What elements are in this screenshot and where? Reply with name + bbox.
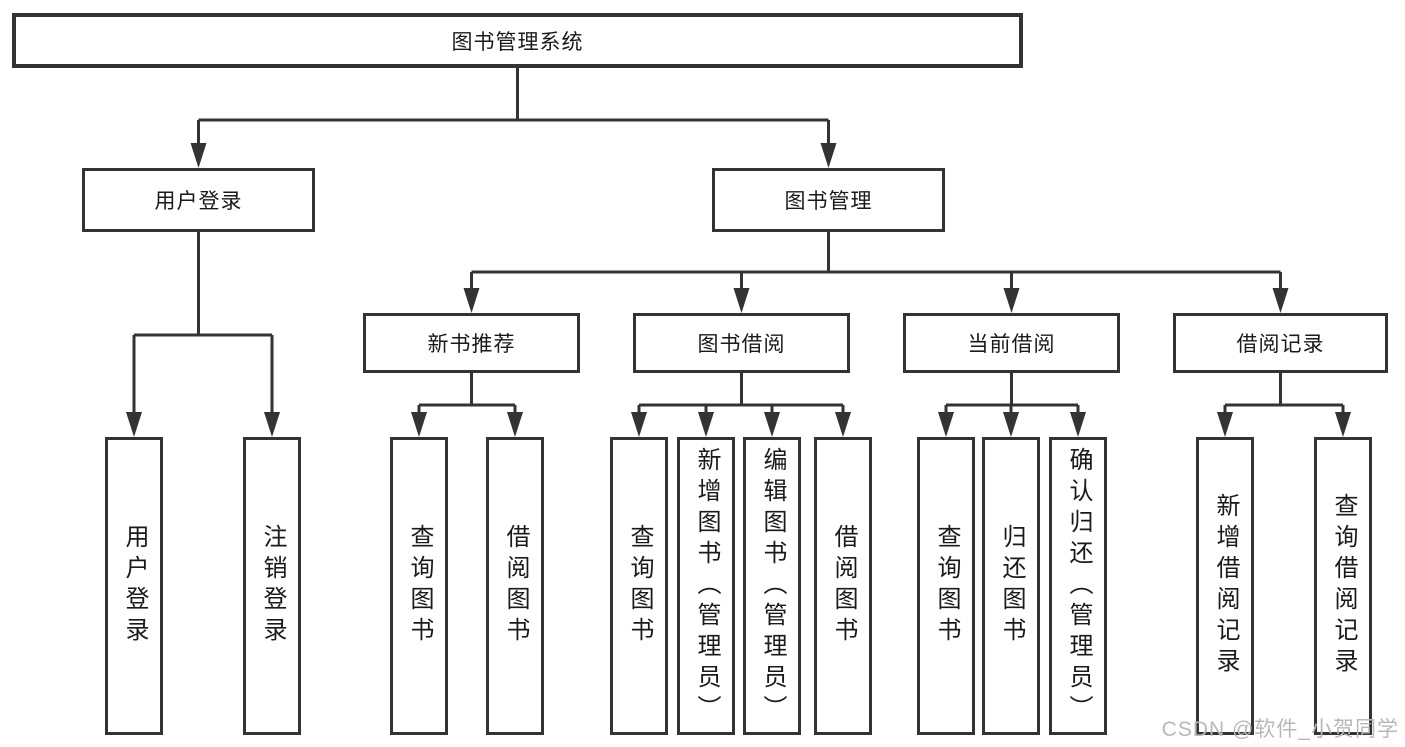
leaf-recommend-query-books: 查询图书	[390, 437, 448, 735]
arrow-down-icon	[1003, 288, 1020, 313]
leaf-recommend-query-books-label: 查询图书	[406, 524, 433, 648]
leaf-user-login: 用户登录	[105, 437, 163, 735]
connector-borrow-record-to-leaves	[1223, 373, 1345, 414]
arrowheads-current-borrow	[938, 412, 1086, 437]
node-book-borrowing: 图书借阅	[633, 313, 850, 373]
node-current-borrowing-label: 当前借阅	[967, 333, 1056, 356]
arrow-down-icon	[1217, 412, 1233, 437]
arrow-down-icon	[631, 412, 647, 437]
leaf-confirm-return-admin-label: 确认归还（管理员）	[1065, 446, 1092, 726]
node-new-book-recommend-label: 新书推荐	[427, 333, 516, 356]
connector-user-login-to-leaves	[132, 232, 274, 414]
leaf-query-borrow-record-label: 查询借阅记录	[1330, 493, 1357, 679]
arrowheads-book-borrow	[631, 412, 851, 437]
arrowheads-new-book	[411, 412, 523, 437]
arrow-down-icon	[938, 412, 954, 437]
node-user-login: 用户登录	[82, 168, 315, 232]
leaf-return-books: 归还图书	[982, 437, 1040, 735]
node-library-system: 图书管理系统	[12, 13, 1023, 68]
leaf-user-login-label: 用户登录	[121, 524, 148, 648]
leaf-add-books-admin: 新增图书（管理员）	[677, 437, 735, 735]
node-book-management: 图书管理	[712, 168, 945, 232]
leaf-logout: 注销登录	[243, 437, 301, 735]
arrow-down-icon	[1272, 288, 1289, 313]
arrow-down-icon	[1335, 412, 1351, 437]
arrow-down-icon	[507, 412, 523, 437]
leaf-borrow-books-label: 借阅图书	[830, 524, 857, 648]
leaf-return-books-label: 归还图书	[998, 524, 1025, 648]
connector-root-to-level2	[197, 68, 830, 146]
node-book-management-label: 图书管理	[784, 190, 873, 213]
arrow-down-icon	[411, 412, 427, 437]
arrowheads-level2	[190, 143, 837, 168]
node-user-login-label: 用户登录	[154, 190, 243, 213]
arrowheads-level3	[463, 288, 1289, 313]
leaf-edit-books-admin: 编辑图书（管理员）	[743, 437, 801, 735]
node-borrowing-records: 借阅记录	[1173, 313, 1388, 373]
connector-new-book-to-leaves	[417, 373, 517, 414]
arrow-down-icon	[820, 143, 837, 168]
leaf-current-query-books-label: 查询图书	[933, 524, 960, 648]
leaf-current-query-books: 查询图书	[917, 437, 975, 735]
leaf-query-borrow-record: 查询借阅记录	[1314, 437, 1372, 735]
arrow-down-icon	[733, 288, 750, 313]
leaf-add-books-admin-label: 新增图书（管理员）	[693, 446, 720, 726]
arrow-down-icon	[1003, 412, 1019, 437]
leaf-borrow-query-books-label: 查询图书	[626, 524, 653, 648]
arrow-down-icon	[463, 288, 480, 313]
leaf-borrow-books: 借阅图书	[814, 437, 872, 735]
node-new-book-recommend: 新书推荐	[363, 313, 580, 373]
leaf-logout-label: 注销登录	[259, 524, 286, 648]
arrow-down-icon	[190, 143, 207, 168]
arrow-down-icon	[835, 412, 851, 437]
leaf-recommend-borrow-books: 借阅图书	[486, 437, 544, 735]
leaf-add-borrow-record-label: 新增借阅记录	[1212, 493, 1239, 679]
arrowheads-borrow-record	[1217, 412, 1351, 437]
arrow-down-icon	[764, 412, 780, 437]
leaf-edit-books-admin-label: 编辑图书（管理员）	[759, 446, 786, 726]
connector-book-mgmt-to-level3	[470, 232, 1282, 291]
leaf-borrow-query-books: 查询图书	[610, 437, 668, 735]
arrow-down-icon	[264, 412, 280, 437]
leaf-recommend-borrow-books-label: 借阅图书	[502, 524, 529, 648]
arrow-down-icon	[126, 412, 142, 437]
connector-current-borrow-to-leaves	[944, 373, 1080, 414]
node-library-system-label: 图书管理系统	[451, 30, 584, 54]
connector-book-borrow-to-leaves	[637, 373, 845, 414]
arrowheads-user-login	[126, 412, 280, 437]
arrow-down-icon	[698, 412, 714, 437]
node-book-borrowing-label: 图书借阅	[697, 333, 786, 356]
leaf-confirm-return-admin: 确认归还（管理员）	[1049, 437, 1107, 735]
csdn-watermark: CSDN @软件_小贺同学	[1161, 718, 1399, 741]
node-borrowing-records-label: 借阅记录	[1236, 333, 1325, 356]
leaf-add-borrow-record: 新增借阅记录	[1196, 437, 1254, 735]
node-current-borrowing: 当前借阅	[903, 313, 1120, 373]
arrow-down-icon	[1070, 412, 1086, 437]
